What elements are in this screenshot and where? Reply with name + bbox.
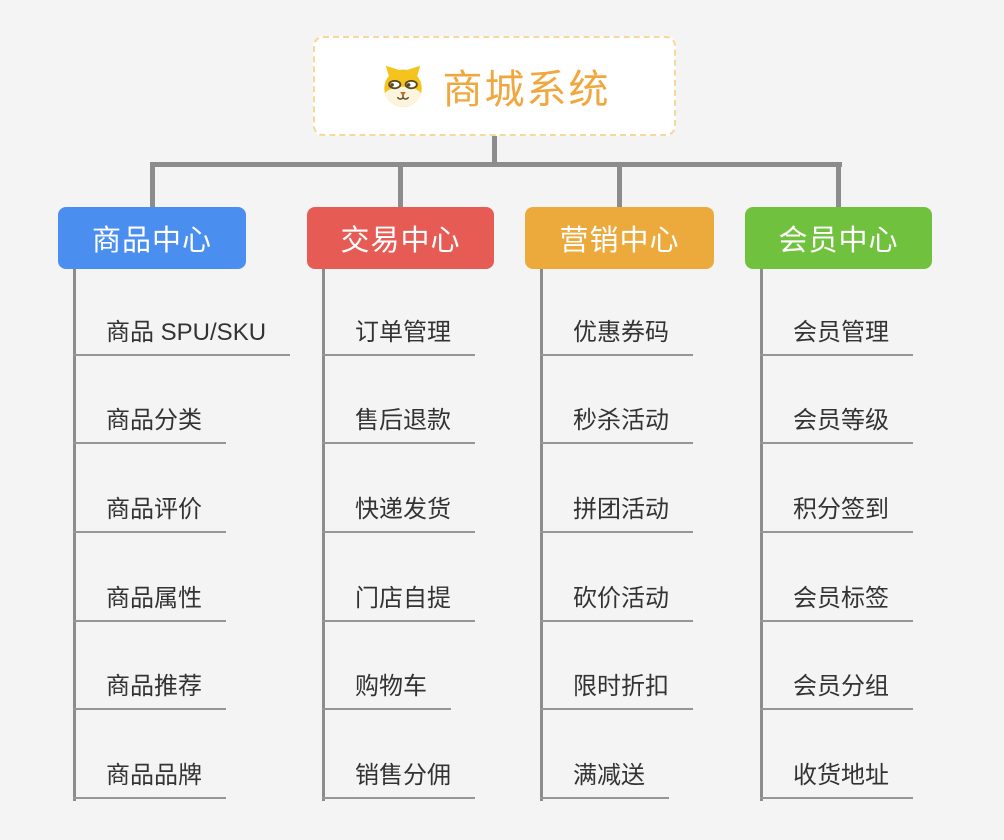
leaf-node[interactable]: 收货地址 — [760, 761, 913, 799]
leaf-node[interactable]: 商品推荐 — [73, 672, 226, 710]
leaf-node[interactable]: 购物车 — [322, 672, 451, 710]
dog-face-icon — [379, 62, 427, 110]
connector-drop — [398, 162, 403, 207]
branch-trunk-line — [760, 269, 763, 801]
leaf-node[interactable]: 商品评价 — [73, 495, 226, 533]
leaf-node[interactable]: 商品 SPU/SKU — [73, 318, 291, 356]
branch-trunk-line — [322, 269, 325, 801]
connector-drop — [617, 162, 622, 207]
leaf-node[interactable]: 会员分组 — [760, 672, 913, 710]
branch-label: 商品中心 — [91, 225, 212, 257]
root-node[interactable]: 商城系统 — [313, 36, 676, 136]
leaf-node[interactable]: 积分签到 — [760, 495, 913, 533]
leaf-node[interactable]: 快递发货 — [322, 495, 475, 533]
leaf-node[interactable]: 订单管理 — [322, 318, 475, 356]
leaf-node[interactable]: 砍价活动 — [540, 584, 693, 622]
leaf-node[interactable]: 会员等级 — [760, 406, 913, 444]
leaf-node[interactable]: 会员管理 — [760, 318, 913, 356]
connector-horizontal-bar — [150, 162, 842, 167]
branch-trunk-line — [73, 269, 76, 801]
leaf-node[interactable]: 门店自提 — [322, 584, 475, 622]
branch-trade-center[interactable]: 交易中心 — [307, 207, 494, 269]
leaf-node[interactable]: 限时折扣 — [540, 672, 693, 710]
connector-root-stub — [492, 136, 497, 167]
leaf-node[interactable]: 销售分佣 — [322, 761, 475, 799]
connector-drop — [150, 162, 155, 207]
branch-label: 会员中心 — [778, 225, 899, 257]
connector-drop — [836, 162, 841, 207]
leaf-node[interactable]: 满减送 — [540, 761, 669, 799]
branch-label: 交易中心 — [340, 225, 461, 257]
branch-product-center[interactable]: 商品中心 — [58, 207, 246, 269]
branch-member-center[interactable]: 会员中心 — [745, 207, 932, 269]
branch-trunk-line — [540, 269, 543, 801]
leaf-node[interactable]: 秒杀活动 — [540, 406, 693, 444]
leaf-node[interactable]: 会员标签 — [760, 584, 913, 622]
branch-marketing-center[interactable]: 营销中心 — [525, 207, 714, 269]
root-title: 商城系统 — [442, 68, 611, 112]
leaf-node[interactable]: 优惠券码 — [540, 318, 693, 356]
leaf-node[interactable]: 商品分类 — [73, 406, 226, 444]
branch-label: 营销中心 — [559, 225, 680, 257]
leaf-node[interactable]: 拼团活动 — [540, 495, 693, 533]
leaf-node[interactable]: 售后退款 — [322, 406, 475, 444]
leaf-node[interactable]: 商品品牌 — [73, 761, 226, 799]
leaf-node[interactable]: 商品属性 — [73, 584, 226, 622]
